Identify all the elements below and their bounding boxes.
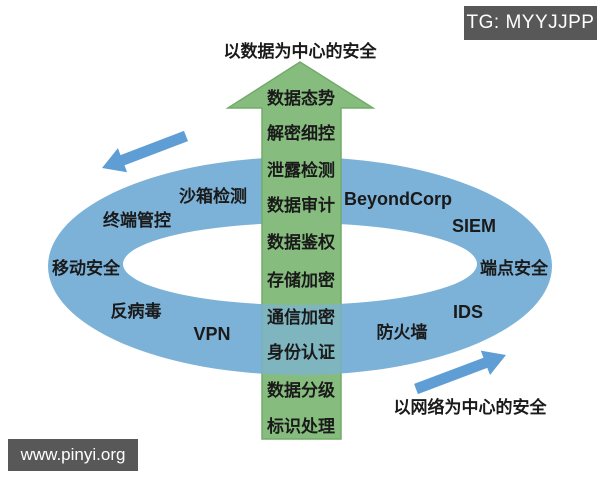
ring-item-label: 终端管控 <box>103 210 171 230</box>
ring-item-label: 端点安全 <box>480 258 549 278</box>
data-step-label: 身份认证 <box>267 342 335 362</box>
data-step-label: 数据分级 <box>267 380 335 400</box>
data-step-label: 泄露检测 <box>267 160 335 180</box>
ring-item-label: SIEM <box>452 216 496 236</box>
data-step-label: 数据态势 <box>267 88 335 108</box>
ring-overlap-band <box>261 268 342 375</box>
ring-item-label: 沙箱检测 <box>179 186 247 206</box>
data-step-label: 通信加密 <box>267 307 335 327</box>
data-step-label: 数据鉴权 <box>267 232 336 252</box>
ring-item-label: 防火墙 <box>377 322 428 342</box>
ring-item-label: BeyondCorp <box>344 189 452 209</box>
ring-item-label: VPN <box>193 324 230 344</box>
network-centric-title: 以网络为中心的安全 <box>394 397 548 417</box>
ring-item-label: IDS <box>453 302 483 322</box>
flow-arrow-bottom-right-icon <box>414 350 506 395</box>
ring-item-label: 移动安全 <box>52 258 121 278</box>
data-step-label: 解密细控 <box>267 123 335 143</box>
watermark-website-badge: www.pinyi.org <box>8 439 138 471</box>
flow-arrow-top-left-icon <box>102 130 188 173</box>
data-step-label: 存储加密 <box>267 270 335 290</box>
data-step-label: 数据审计 <box>267 195 335 215</box>
network-ring <box>48 157 552 375</box>
data-step-label: 标识处理 <box>267 416 335 436</box>
ring-item-label: 反病毒 <box>111 301 162 321</box>
watermark-telegram-badge: TG: MYYJJPP <box>464 6 597 40</box>
data-centric-title: 以数据为中心的安全 <box>224 41 378 61</box>
